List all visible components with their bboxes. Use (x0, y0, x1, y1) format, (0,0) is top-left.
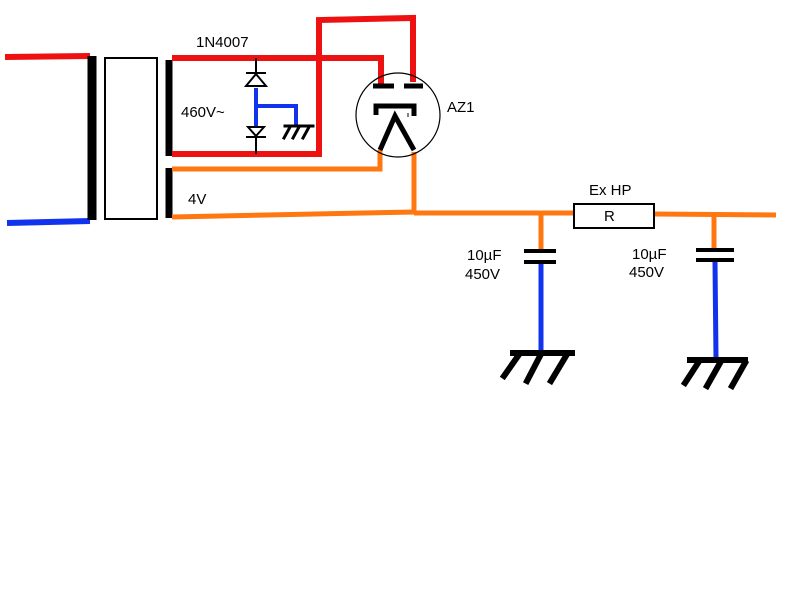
cap1-value-label: 10µF (467, 247, 502, 264)
primary-neutral-wire (6, 218, 91, 226)
diode-lower (245, 126, 267, 138)
hv-top-wire (172, 55, 384, 84)
cap1-ground-icon (499, 350, 575, 386)
cap2-value-label: 10µF (632, 246, 667, 263)
diode-part-label: 1N4007 (196, 34, 249, 51)
cap2-ground-icon (680, 357, 750, 391)
heater-secondary-label: 4V (188, 191, 206, 208)
diode-string (243, 58, 315, 154)
resistor-symbol-label: R (604, 208, 615, 225)
tube-name-label: AZ1 (447, 99, 475, 116)
transformer-core (104, 57, 158, 220)
hv-secondary-label: 460V~ (181, 104, 225, 121)
tube-cathode-plate (373, 103, 417, 116)
tube-envelope (355, 72, 441, 158)
tube-filament (377, 110, 417, 152)
filament-wiring (171, 150, 777, 220)
resistor-name-label: Ex HP (589, 182, 632, 199)
capacitor-1 (499, 213, 575, 386)
cap2-ground-lead (712, 261, 719, 359)
capacitor-2 (680, 214, 750, 391)
transformer (87, 56, 173, 220)
diode-lower-triangle (245, 126, 267, 138)
primary-live-wire (4, 53, 91, 60)
diode-ground-icon (281, 124, 315, 141)
cap2-voltage-label: 450V (629, 264, 664, 281)
diode-upper-triangle (243, 72, 269, 87)
diode-ground-link (256, 104, 298, 125)
cap1-voltage-label: 450V (465, 266, 500, 283)
resistor-body (573, 203, 655, 229)
hv-bottom-wire (172, 14, 416, 157)
hv-wiring (172, 14, 416, 157)
diode-upper (243, 72, 269, 87)
az1-rectifier-tube (355, 72, 441, 158)
filament-wire-to-tube (172, 150, 383, 172)
